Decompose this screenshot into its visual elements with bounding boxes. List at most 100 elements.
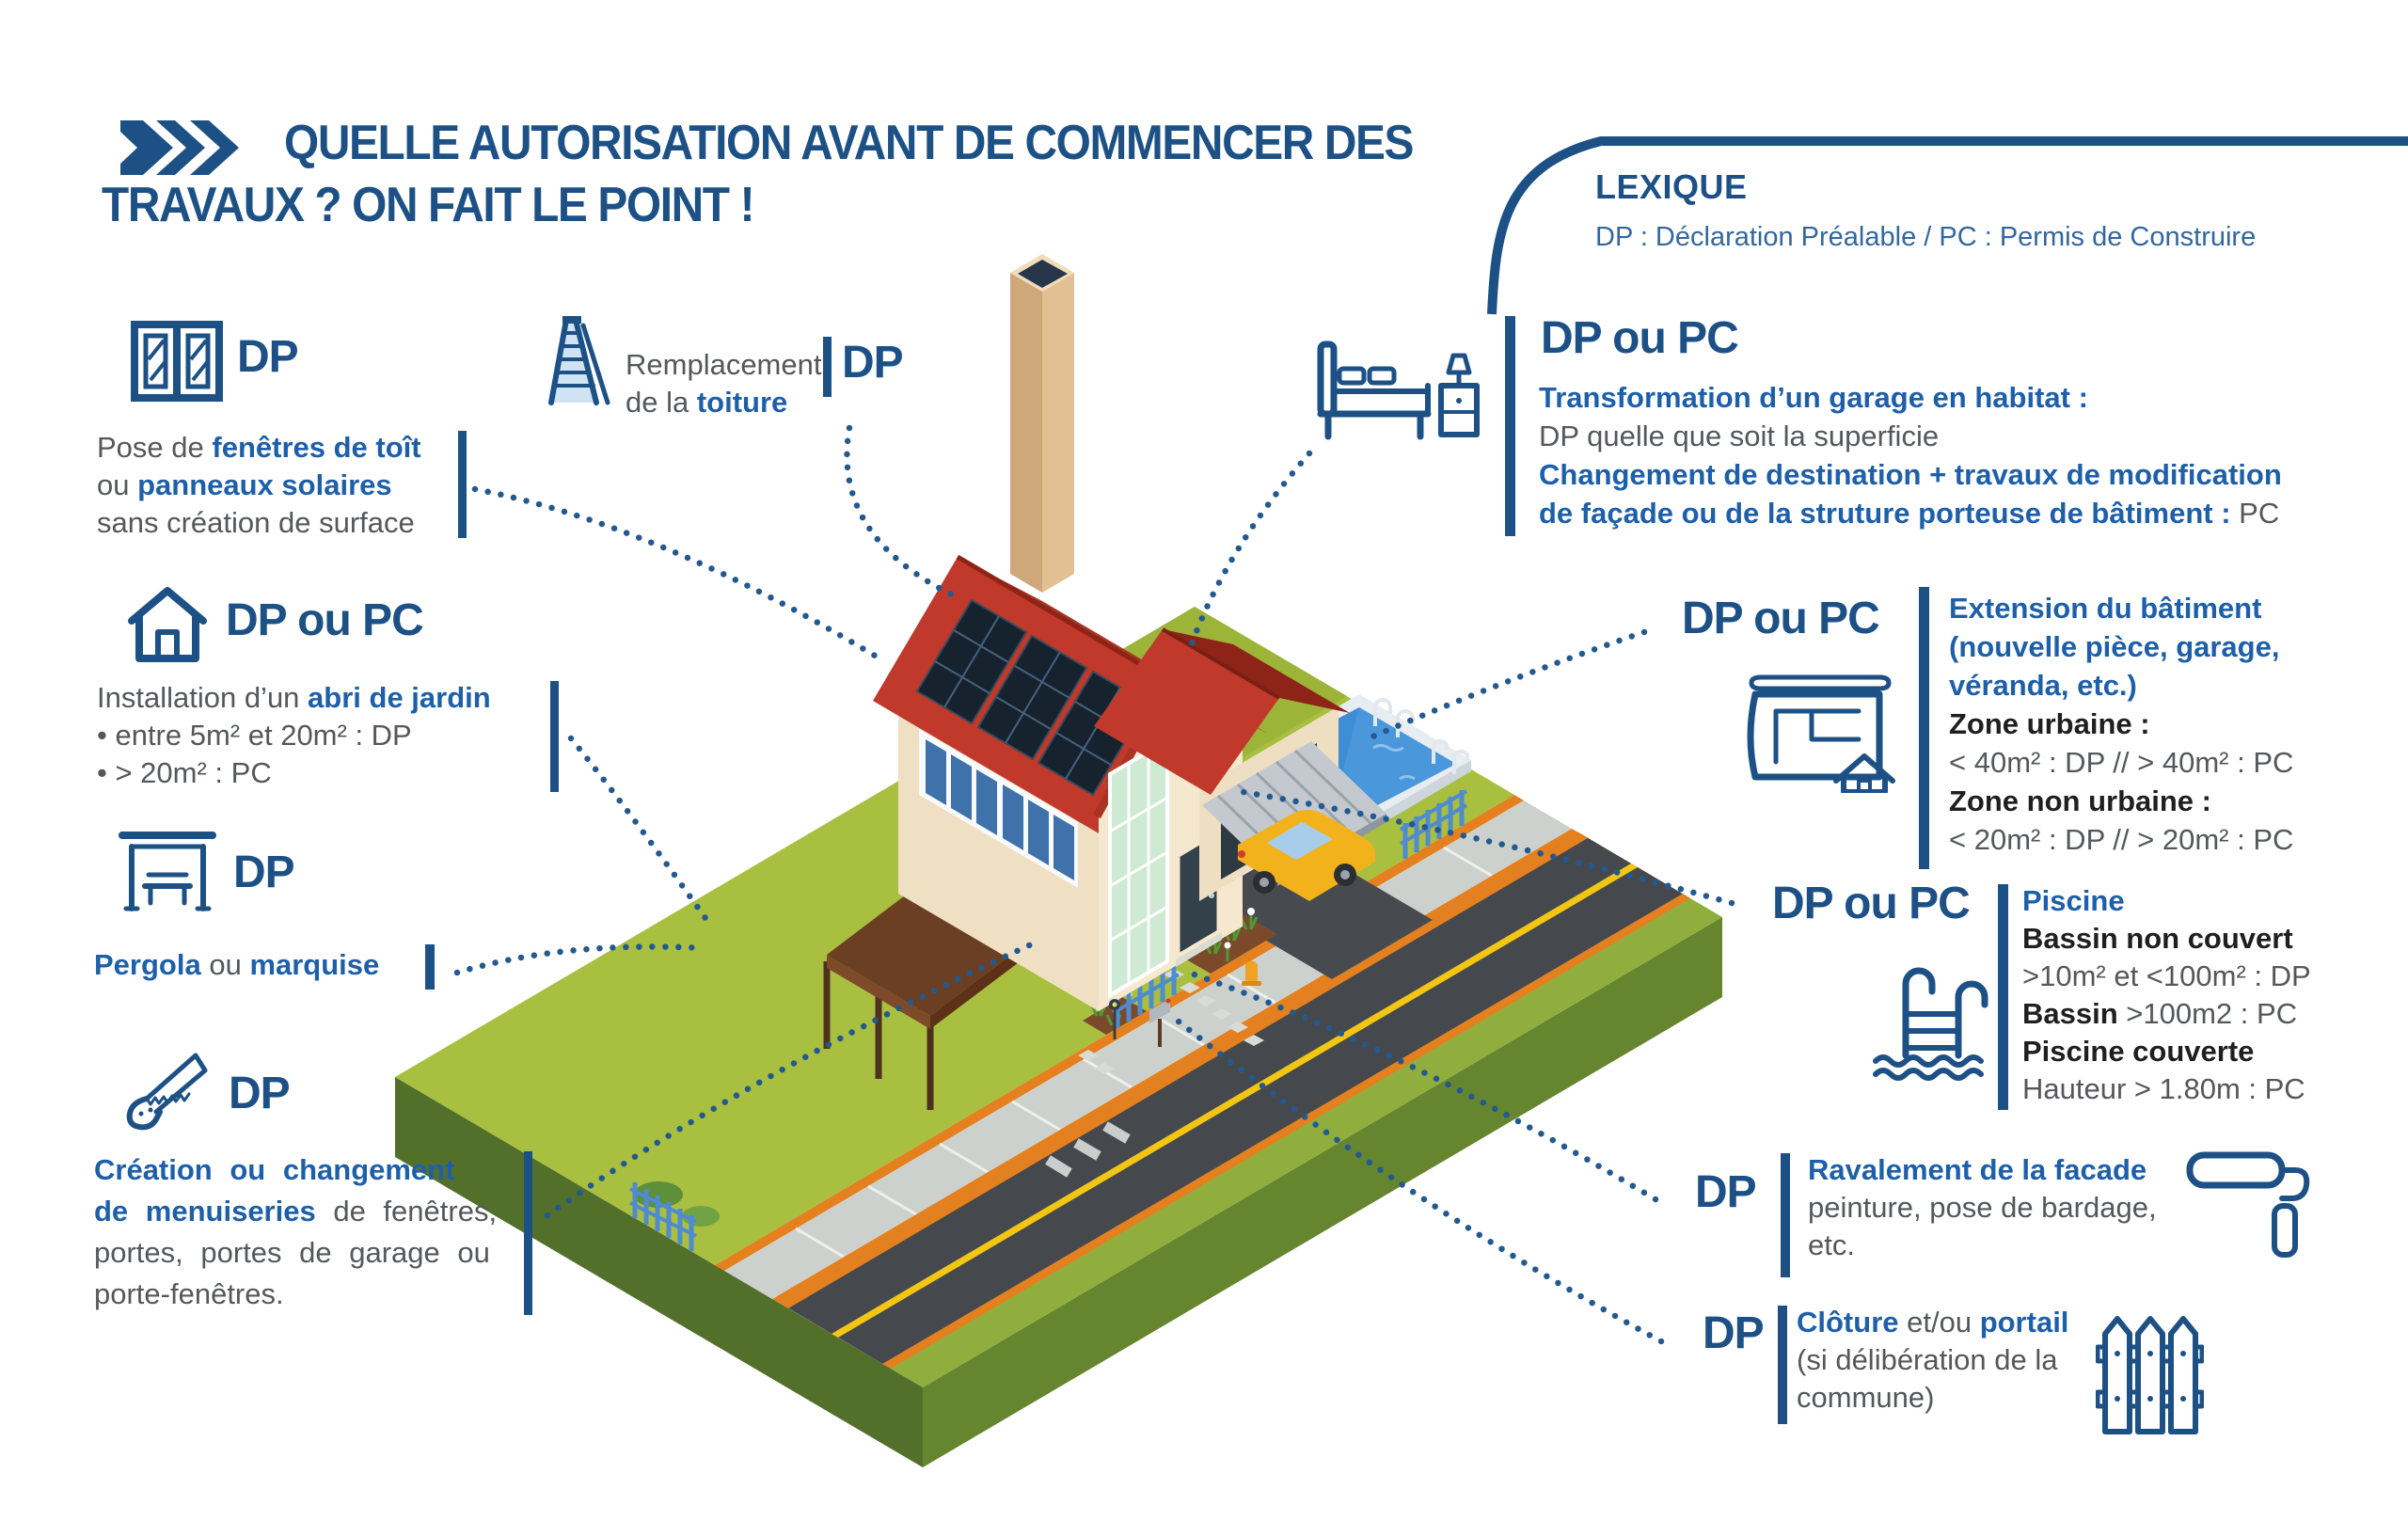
divider-bar [1919, 587, 1929, 869]
connectors [453, 424, 1735, 1345]
divider-bar [823, 337, 832, 397]
text-line: de menuiseries de fenêtres, [94, 1195, 498, 1228]
road-center-line [832, 863, 1638, 1338]
text-line: DP quelle que soit la superficie [1539, 420, 1940, 452]
text-line: peinture, pose de bardage, [1808, 1191, 2157, 1224]
text-line: ou panneaux solaires [97, 468, 392, 501]
text-ravalement: Ravalement de la facade peinture, pose d… [1808, 1151, 2157, 1264]
permit-ravalement: DP [1695, 1167, 1757, 1217]
text-line: Ravalement de la facade [1808, 1153, 2147, 1186]
bedroom-icon [1317, 341, 1480, 440]
text-line: sans création de surface [97, 506, 415, 539]
connector-fenetres [471, 485, 883, 662]
page-title-line2: TRAVAUX ? ON FAIT LE POINT ! [102, 178, 755, 232]
text-line: portes, portes de garage ou [94, 1236, 490, 1269]
text-piscine: Piscine Bassin non couvert >10m² et <100… [2022, 882, 2311, 1108]
connector-pergola [453, 943, 707, 976]
connector-cloture [1170, 1014, 1665, 1345]
text-line: Piscine couverte [2022, 1035, 2255, 1068]
connector-menuiseries [544, 937, 1043, 1219]
text-line: < 20m² : DP // > 20m² : PC [1949, 823, 2294, 856]
text-line: Zone urbaine : [1949, 707, 2150, 740]
fire-hydrant [1242, 960, 1261, 986]
text-menuiseries: Création ou changement de menuiseries de… [94, 1149, 497, 1315]
title-chevrons-icon [120, 120, 239, 175]
text-garage-habitat: Transformation d’un garage en habitat : … [1539, 378, 2282, 532]
text-toiture: Remplacement de la toiture [626, 346, 821, 421]
lexique-definition: DP : Déclaration Préalable / PC : Permis… [1595, 222, 2257, 252]
saw-icon [126, 1053, 208, 1131]
permit-abri: DP ou PC [226, 595, 424, 645]
connector-ravalement [1180, 967, 1659, 1203]
permit-piscine: DP ou PC [1772, 879, 1971, 928]
text-line: Installation d’un abri de jardin [97, 681, 491, 714]
divider-bar [1505, 316, 1515, 536]
text-line: (si délibération de la [1797, 1343, 2058, 1376]
permit-extension: DP ou PC [1682, 594, 1880, 643]
connector-extension [1365, 628, 1648, 742]
text-line: véranda, etc.) [1949, 669, 2137, 702]
divider-bar [1781, 1153, 1790, 1277]
text-pergola: Pergola ou marquise [94, 946, 379, 984]
text-line: • entre 5m² et 20m² : DP [97, 719, 412, 752]
upper-window-band [919, 729, 1078, 888]
permit-cloture: DP [1703, 1308, 1765, 1358]
paint-roller-icon [2186, 1151, 2310, 1258]
text-line: Pergola ou marquise [94, 948, 380, 981]
text-line: < 40m² : DP // > 40m² : PC [1949, 746, 2294, 779]
connector-abri [567, 735, 716, 931]
pergola-icon [119, 832, 216, 911]
text-line: Clôture et/ou portail [1797, 1306, 2069, 1339]
permit-pergola: DP [233, 848, 295, 897]
connector-piscine [1228, 786, 1735, 907]
car [1238, 810, 1375, 901]
chimney [1010, 254, 1074, 593]
garden-shed-icon [128, 587, 207, 662]
permit-menuiseries: DP [229, 1069, 291, 1118]
text-line: porte-fenêtres. [94, 1277, 284, 1310]
text-line: >10m² et <100m² : DP [2022, 959, 2311, 992]
divider-bar [550, 681, 559, 792]
divider-bar [1998, 884, 2008, 1110]
page-title-line1: QUELLE AUTORISATION AVANT DE COMMENCER D… [284, 116, 1414, 170]
text-line: Zone non urbaine : [1949, 784, 2211, 817]
blueprint-icon [1747, 674, 1895, 793]
connector-garage-habitat [1186, 450, 1313, 653]
permit-fenetres: DP [237, 332, 299, 382]
divider-bar [425, 944, 435, 990]
atrium-window [1108, 737, 1169, 999]
permit-garage-habitat: DP ou PC [1541, 313, 1739, 363]
pool-ladder [1373, 698, 1469, 774]
text-line: de façade ou de la struture porteuse de … [1539, 497, 2280, 530]
connector-toiture [844, 424, 963, 602]
text-line: Création ou changement [94, 1153, 455, 1186]
divider-bar [524, 1151, 532, 1315]
text-cloture: Clôture et/ou portail (si délibération d… [1797, 1304, 2068, 1417]
lexique-frame [1487, 136, 2408, 315]
divider-bar [458, 431, 467, 538]
text-line: commune) [1797, 1381, 1935, 1414]
permit-toiture: DP [842, 338, 904, 388]
text-line: (nouvelle pièce, garage, [1949, 630, 2280, 663]
text-line: de la toiture [626, 386, 788, 419]
roof-window-icon [131, 321, 223, 402]
text-line: Changement de destination + travaux de m… [1539, 458, 2282, 491]
text-line: • > 20m² : PC [97, 756, 272, 789]
pool-ladder-icon [1873, 967, 1988, 1081]
text-line: Remplacement [626, 348, 822, 381]
text-fenetres: Pose de fenêtres de toît ou panneaux sol… [97, 429, 421, 542]
lexique-heading: LEXIQUE [1595, 167, 1748, 206]
text-line: Extension du bâtiment [1949, 592, 2262, 625]
mailbox [1149, 998, 1171, 1047]
ladder-icon [548, 316, 610, 405]
text-line: Pose de fenêtres de toît [97, 431, 421, 464]
walkway-stones [1078, 969, 1264, 1074]
divider-bar [1778, 1306, 1787, 1424]
text-line: Transformation d’un garage en habitat : [1539, 381, 2088, 414]
fence-icon [2096, 1316, 2204, 1434]
text-line: Piscine [2022, 884, 2125, 917]
text-line: Bassin >100m2 : PC [2022, 997, 2298, 1030]
text-line: Bassin non couvert [2022, 922, 2293, 955]
